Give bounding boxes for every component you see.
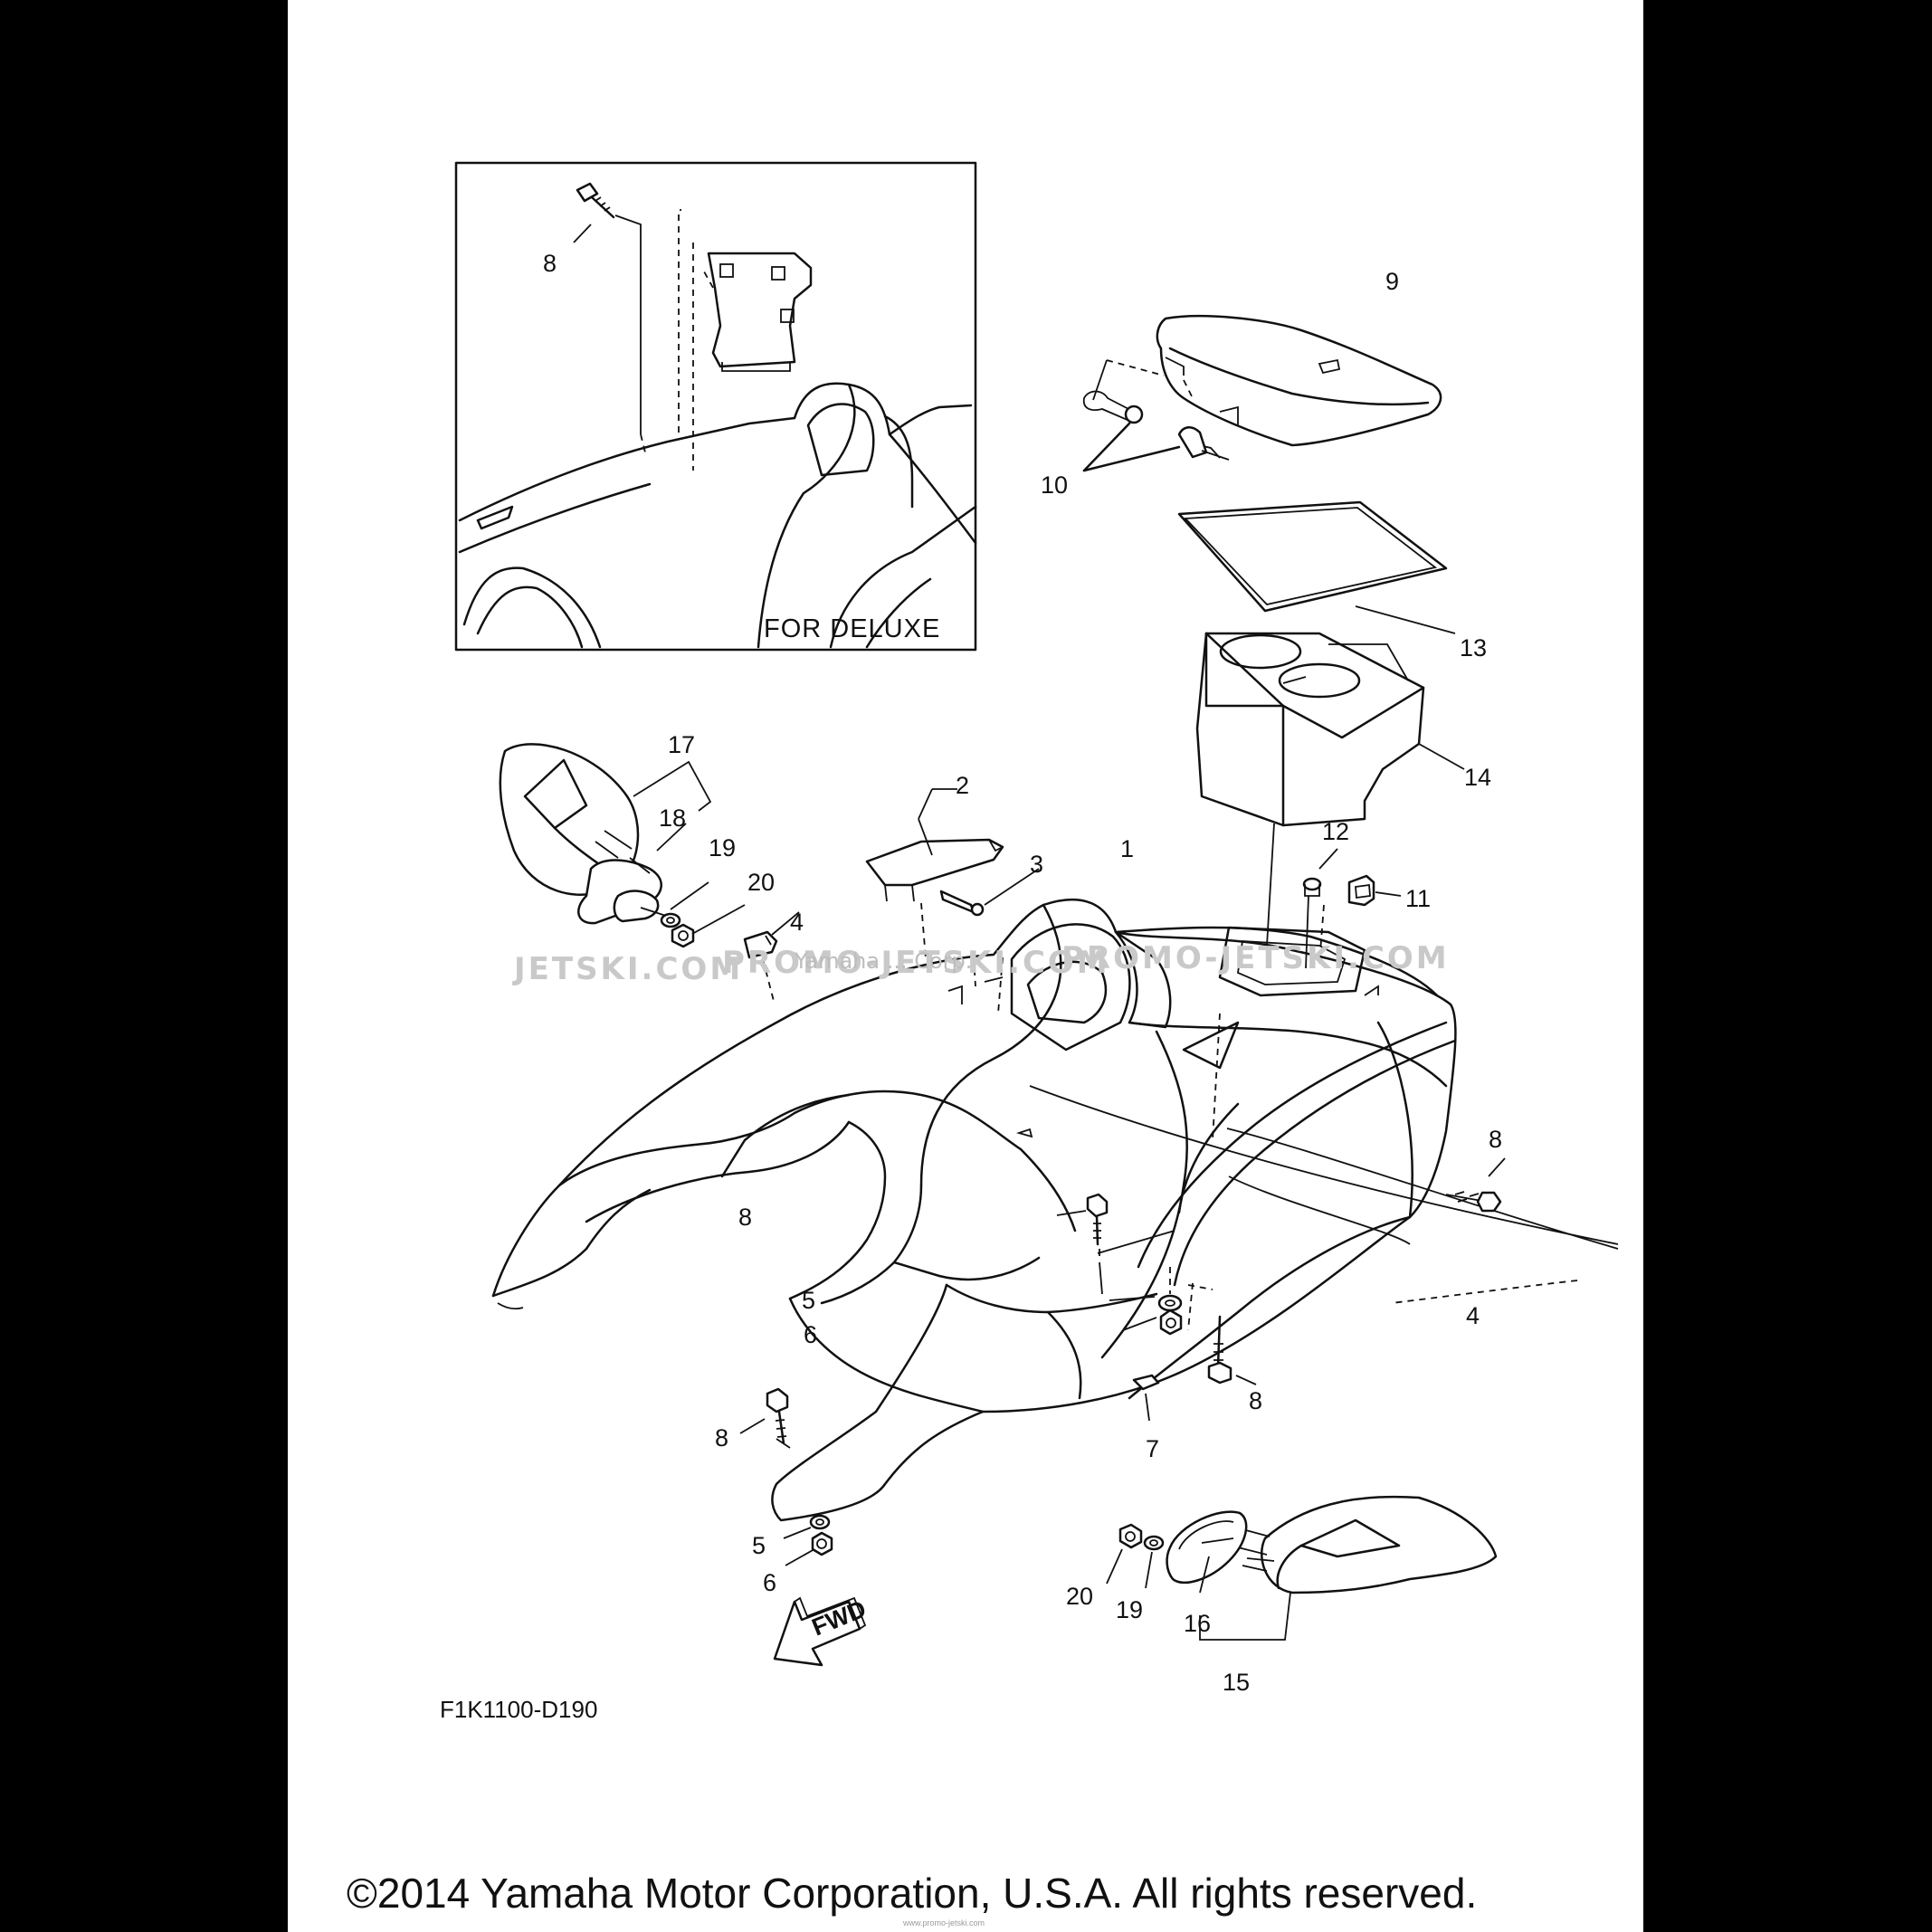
- callout-20-left: 20: [747, 869, 775, 896]
- watermark-center: PROMO-JETSKI.COM: [722, 945, 1110, 981]
- cover-part: [865, 788, 1004, 902]
- callout-5-front: 5: [752, 1532, 766, 1559]
- fwd-arrow-icon: FWD: [773, 1595, 870, 1667]
- callout-11: 11: [1405, 885, 1431, 912]
- watermark-right: PROMO-JETSKI.COM: [1061, 940, 1450, 976]
- callout-8-right: 8: [1489, 1126, 1502, 1153]
- callout-6-mid: 6: [804, 1321, 817, 1348]
- watermark-overlay: Yamaha ... Corp.: [794, 948, 972, 974]
- callout-10: 10: [1041, 471, 1068, 499]
- fine-print: www.promo-jetski.com: [902, 1918, 985, 1927]
- inset-caption: FOR DELUXE: [764, 614, 940, 643]
- parts-diagram: FWD JETSKI.COM PROMO-JETSKI.COM PROMO-JE…: [347, 161, 1619, 1927]
- callout-1: 1: [1120, 835, 1134, 862]
- bolt-front-icon: [739, 1387, 833, 1566]
- callout-9: 9: [1385, 268, 1399, 295]
- deluxe-inset: [454, 161, 977, 652]
- callout-8-bottom: 8: [1249, 1387, 1262, 1414]
- callout-5-mid: 5: [802, 1287, 815, 1314]
- callout-4-right: 4: [1466, 1302, 1480, 1329]
- callout-3: 3: [1030, 851, 1043, 878]
- callout-13: 13: [1460, 634, 1487, 661]
- callout-19-left: 19: [709, 834, 736, 861]
- right-mirror-part: [1106, 1495, 1498, 1641]
- seat-mat-part: [1177, 500, 1456, 634]
- bolt-bottom-icon: [1132, 1282, 1257, 1422]
- bolt-mid-icon: [1056, 1193, 1183, 1336]
- copyright-text: ©2014 Yamaha Motor Corporation, U.S.A. A…: [347, 1870, 1477, 1917]
- latch-part: [1302, 848, 1402, 969]
- storage-bin-part: [1195, 632, 1465, 947]
- bolt-right-icon: [1445, 1157, 1506, 1213]
- inset-bolt-icon: [576, 182, 615, 219]
- callout-15: 15: [1223, 1669, 1250, 1696]
- diagram-code: F1K1100-D190: [440, 1696, 597, 1723]
- callout-19-right: 19: [1116, 1596, 1143, 1623]
- callout-12: 12: [1322, 818, 1349, 845]
- callout-6-front: 6: [763, 1569, 776, 1596]
- callout-14: 14: [1464, 764, 1491, 791]
- callout-18: 18: [659, 804, 686, 832]
- callout-8-front: 8: [715, 1424, 728, 1451]
- seat-part: [1106, 315, 1442, 447]
- callout-8-mid: 8: [738, 1204, 752, 1231]
- hull-deck-part: [491, 898, 1619, 1522]
- clip-left-part: [743, 911, 800, 1005]
- callout-20-right: 20: [1066, 1583, 1093, 1610]
- callout-inset-8: 8: [543, 250, 557, 277]
- pin-part: [920, 868, 1040, 960]
- left-mirror-part: [499, 743, 746, 948]
- callout-17: 17: [668, 731, 695, 758]
- watermark-left: JETSKI.COM: [512, 951, 743, 987]
- callout-2: 2: [956, 772, 969, 799]
- diagram-sheet: FWD JETSKI.COM PROMO-JETSKI.COM PROMO-JE…: [288, 0, 1643, 1932]
- callout-16: 16: [1184, 1610, 1211, 1637]
- lock-parts: [1082, 359, 1230, 472]
- callout-4-left: 4: [790, 909, 804, 936]
- callout-7: 7: [1146, 1435, 1159, 1462]
